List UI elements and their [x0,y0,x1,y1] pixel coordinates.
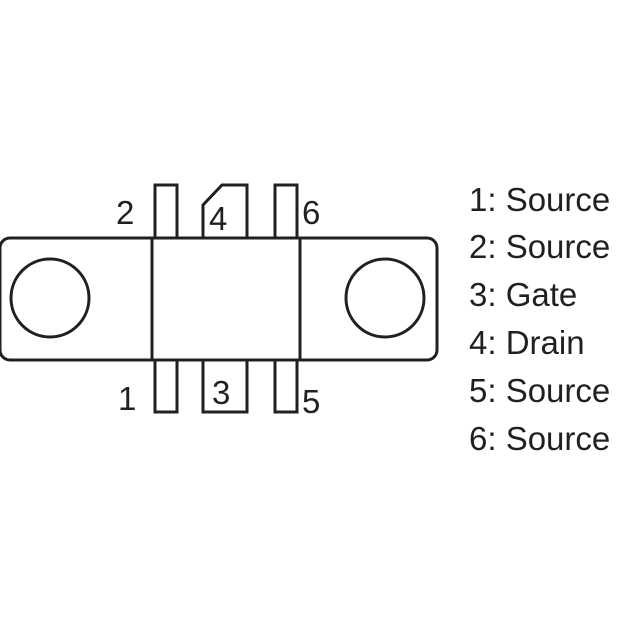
lead-pin-3-gate [201,357,249,414]
pin-number-4: 4 [209,200,227,237]
legend-item-pin-2: 2: Source [469,228,610,265]
package-body [150,236,302,362]
pin-number-1: 1 [118,380,136,417]
legend-item-pin-3: 3: Gate [469,276,577,313]
pin-number-3: 3 [212,374,230,411]
pin-number-2: 2 [116,194,134,231]
mounting-hole-left [9,257,91,339]
lead-pin-5 [273,357,299,414]
legend-item-pin-4: 4: Drain [469,324,585,361]
lead-pin-2 [153,183,179,241]
legend-item-pin-5: 5: Source [469,372,610,409]
lead-pin-6 [273,183,299,241]
pin-legend: 1: Source 2: Source 3: Gate 4: Drain 5: … [469,181,610,457]
legend-item-pin-6: 6: Source [469,420,610,457]
lead-pin-1 [153,357,179,414]
pin-number-5: 5 [302,383,320,420]
legend-item-pin-1: 1: Source [469,181,610,218]
mounting-hole-right [344,257,426,339]
pin-number-6: 6 [302,194,320,231]
